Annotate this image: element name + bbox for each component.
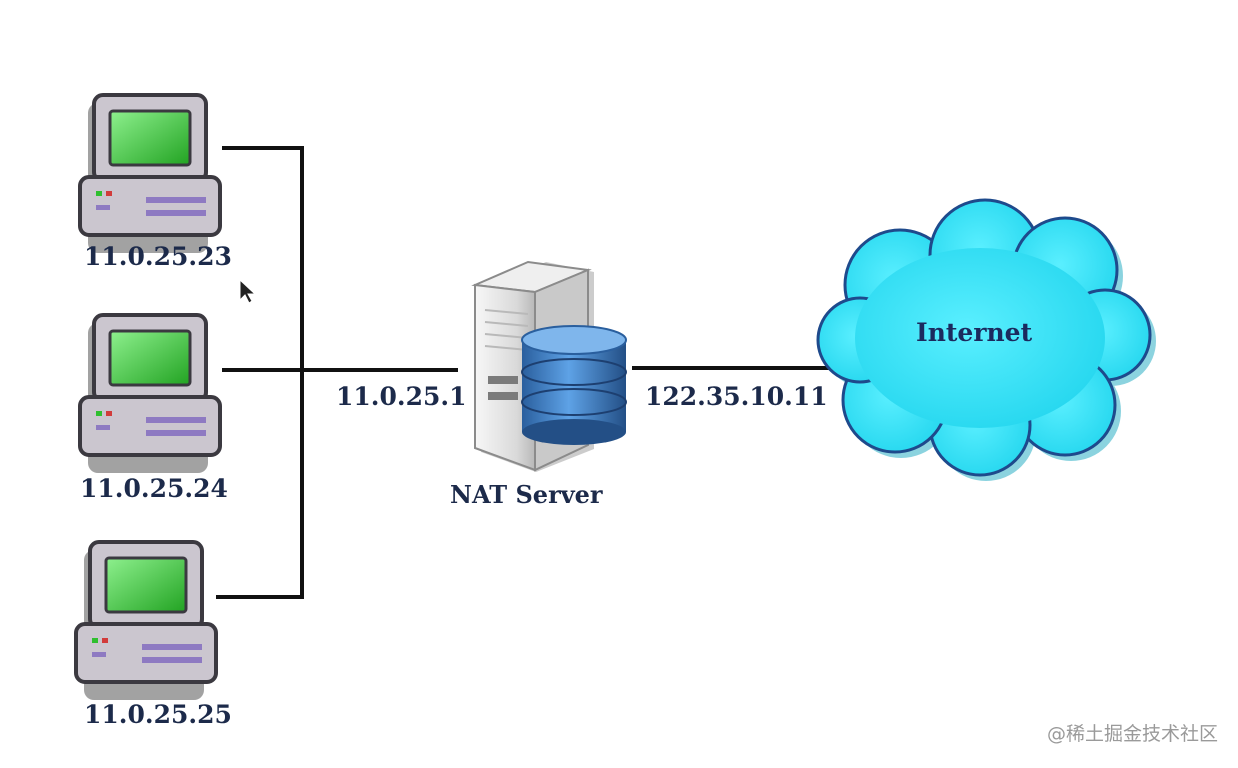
host-computer-icon-1 [78, 93, 222, 255]
nat-outer-ip-label: 122.35.10.11 [645, 382, 828, 411]
watermark: @稀土掘金技术社区 [1046, 723, 1218, 745]
mouse-cursor-icon [239, 278, 257, 304]
host-1-link [216, 146, 304, 599]
host-computer-icon-2 [78, 313, 222, 475]
nat-inner-ip-label: 11.0.25.1 [336, 382, 467, 411]
host-computer-icon-3 [74, 540, 218, 702]
nat-server-label: NAT Server [450, 480, 603, 509]
connection-lines [216, 146, 836, 599]
host-1-ip-label: 11.0.25.23 [84, 242, 232, 271]
internet-cloud-icon [816, 198, 1156, 481]
host-3-ip-label: 11.0.25.25 [84, 700, 232, 729]
host-2-ip-label: 11.0.25.24 [80, 474, 228, 503]
database-icon [521, 325, 627, 445]
internet-label: Internet [916, 318, 1033, 347]
